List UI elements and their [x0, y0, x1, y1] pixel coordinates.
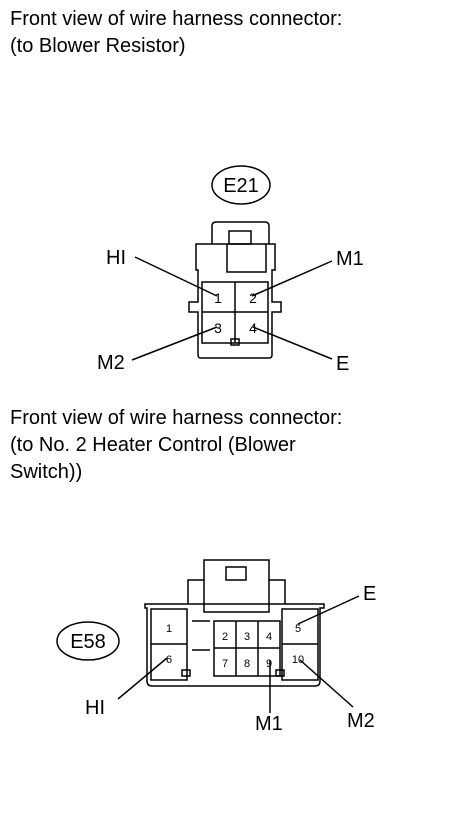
- pin-number: 5: [295, 623, 301, 635]
- terminal-label-m2: M2: [347, 710, 375, 732]
- leader-line: [251, 260, 333, 297]
- caption-line: Front view of wire harness connector:: [10, 407, 343, 429]
- connector-id-oval: [56, 621, 120, 661]
- pin-number: 1: [214, 290, 222, 306]
- connector-latch: [211, 221, 270, 273]
- pin-number: 2: [222, 631, 228, 643]
- pin-number: 10: [292, 654, 304, 666]
- leader-line: [131, 326, 218, 361]
- caption-line: (to No. 2 Heater Control (Blower: [10, 434, 296, 456]
- pin-number: 8: [244, 658, 250, 670]
- pin-number: 1: [166, 623, 172, 635]
- leader-line: [117, 657, 168, 700]
- pin-number: 4: [249, 320, 257, 336]
- connector-e58: E58 1 2 3 4 5 6 7: [56, 559, 376, 735]
- pin-number: 6: [166, 654, 172, 666]
- leader-line: [252, 326, 333, 360]
- terminal-label-hi: HI: [106, 247, 126, 269]
- pin-number: 9: [266, 658, 272, 670]
- terminal-label-m1: M1: [336, 248, 364, 270]
- terminal-label-m2: M2: [97, 352, 125, 374]
- connector-housing: [188, 243, 282, 359]
- caption-line: (to Blower Resistor): [10, 35, 186, 57]
- leader-line: [134, 256, 218, 297]
- leader-line: [299, 659, 354, 708]
- terminal-label-m1: M1: [255, 713, 283, 735]
- connector-e21: E21 1 2 3 4 HI M1 M2 E: [97, 165, 364, 375]
- pin-number: 4: [266, 631, 272, 643]
- connector-id-label: E58: [70, 631, 106, 653]
- pin-number: 7: [222, 658, 228, 670]
- pin-number: 2: [249, 290, 257, 306]
- connector-latch: [187, 559, 286, 613]
- terminal-label-hi: HI: [85, 697, 105, 719]
- caption-heater-control: Front view of wire harness connector: (t…: [10, 405, 342, 486]
- pin-number: 3: [244, 631, 250, 643]
- caption-line: Switch)): [10, 461, 83, 483]
- caption-line: Front view of wire harness connector:: [10, 8, 343, 30]
- connector-housing: [144, 603, 325, 687]
- terminal-label-e: E: [363, 583, 376, 605]
- connector-id-oval: [211, 165, 271, 205]
- leader-line: [297, 595, 360, 625]
- pin-number: 3: [214, 320, 222, 336]
- caption-blower-resistor: Front view of wire harness connector: (t…: [10, 6, 342, 60]
- connector-id-label: E21: [223, 175, 259, 197]
- terminal-label-e: E: [336, 353, 349, 375]
